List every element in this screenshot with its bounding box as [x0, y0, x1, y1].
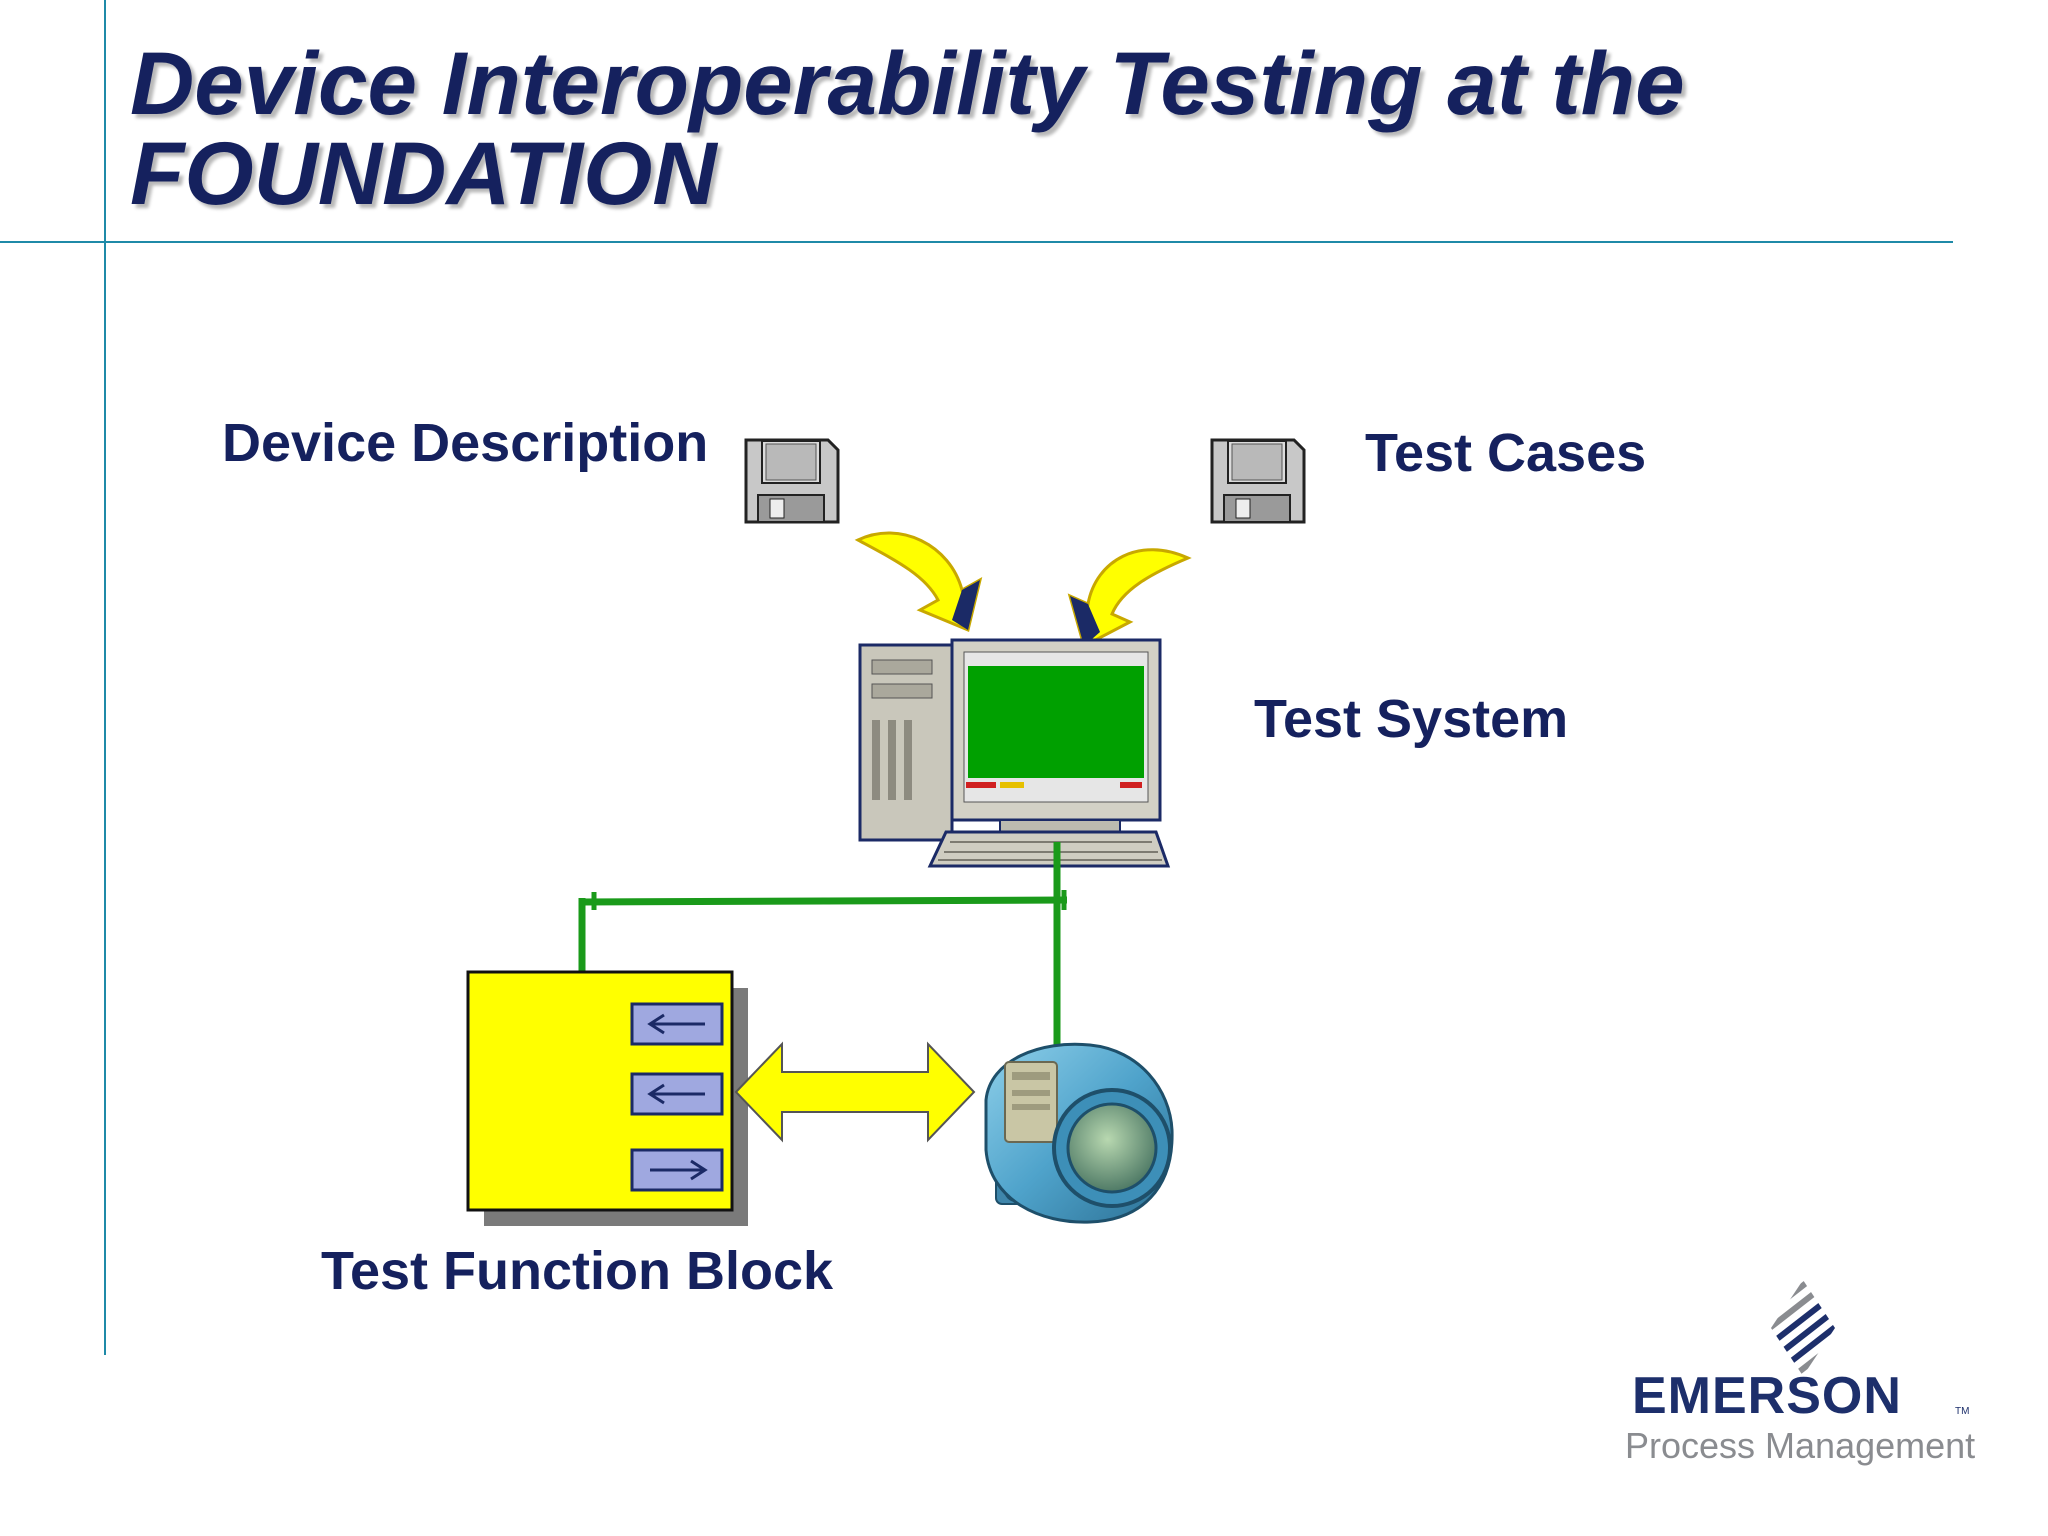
description-to-system-arrow-icon [854, 531, 983, 633]
test-function-block-label: Test Function Block [321, 1241, 834, 1301]
test-function-block [466, 970, 748, 1226]
field-transmitter-icon [984, 1042, 1174, 1224]
emerson-logo-subtitle: Process Management [1625, 1425, 1976, 1466]
emerson-logo-trademark: TM [1955, 1406, 1970, 1417]
left-accent-rule [104, 0, 106, 1355]
device-description-label: Device Description [222, 413, 709, 473]
device-description-disk-icon [744, 438, 840, 524]
test-system-computer-icon [858, 638, 1171, 868]
bidirectional-arrow-icon [734, 1041, 976, 1143]
test-cases-disk-icon [1210, 438, 1306, 524]
test-cases-label: Test Cases [1365, 423, 1647, 483]
slide-title: Device Interoperability Testing at the F… [130, 33, 1685, 223]
title-underline-rule [0, 241, 1953, 243]
testcases-to-system-arrow-icon [1067, 548, 1192, 649]
fieldbus-segment [578, 842, 1068, 1050]
test-system-label: Test System [1254, 689, 1569, 749]
emerson-logo-wordmark: EMERSON [1632, 1367, 1902, 1425]
